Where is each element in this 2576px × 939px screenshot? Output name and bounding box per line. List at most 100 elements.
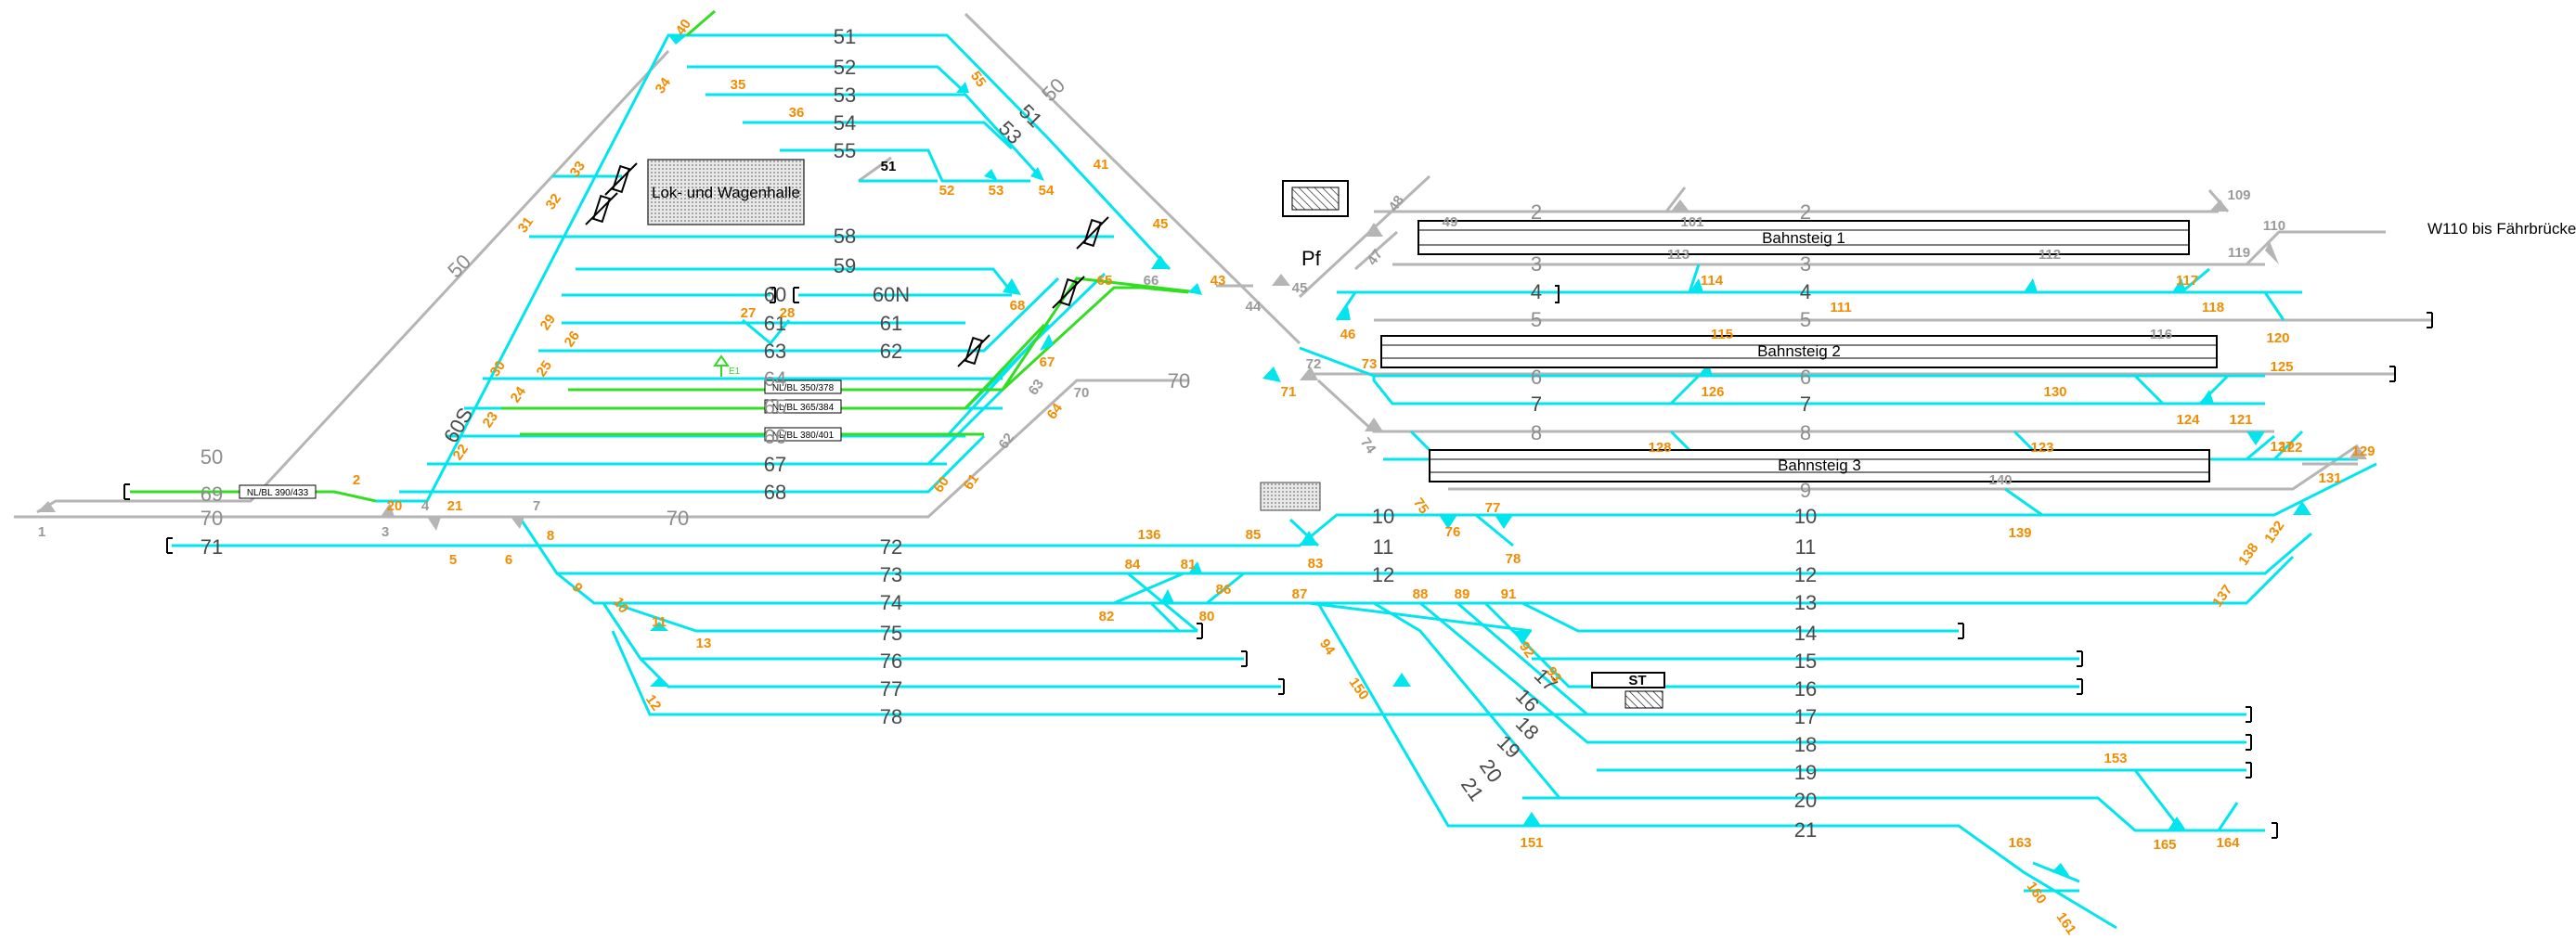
switch-number[interactable]: 5 [449,552,457,568]
switch-number[interactable]: 13 [696,636,712,651]
switch-number[interactable]: 24 [508,383,530,405]
switch-number[interactable]: 71 [1281,384,1297,400]
switch-number[interactable]: 81 [1181,557,1197,572]
switch-number[interactable]: 60 [931,474,952,495]
switch-number[interactable]: 114 [1701,273,1724,289]
switch-number[interactable]: 109 [2227,187,2250,203]
switch-number[interactable]: 84 [1125,557,1141,572]
switch-number[interactable]: 130 [2043,384,2066,400]
switch-number[interactable]: 161 [2053,909,2079,937]
switch-number[interactable]: 75 [1410,495,1431,517]
switch-number[interactable]: 28 [780,305,796,321]
switch-number[interactable]: 30 [487,358,509,379]
switch-number[interactable]: 92 [1516,639,1537,661]
switch-number[interactable]: 48 [1386,193,1407,214]
switch-number[interactable]: 78 [1506,551,1521,567]
switch-number[interactable]: 126 [1701,384,1724,400]
switch-number[interactable]: 150 [1346,675,1372,702]
switch-number[interactable]: 22 [450,442,472,463]
switch-number[interactable]: 41 [1094,157,1109,173]
switch-number[interactable]: 140 [1988,472,2012,488]
switch-number[interactable]: 65 [1097,273,1113,289]
switch-number[interactable]: 131 [2318,470,2341,486]
switch-number[interactable]: 67 [1040,354,1055,370]
switch-number[interactable]: 23 [480,409,501,431]
switch-number[interactable]: 32 [543,191,564,212]
switch-number[interactable]: 163 [2008,835,2031,851]
switch-number[interactable]: 113 [1667,247,1689,263]
switch-number[interactable]: 29 [537,312,559,333]
switch-number[interactable]: 93 [1543,664,1564,686]
switch-number[interactable]: 20 [387,498,403,514]
switch-number[interactable]: 12 [642,692,664,714]
switch-number[interactable]: 139 [2008,525,2031,541]
switch-number[interactable]: 87 [1292,586,1308,602]
switch-number[interactable]: 46 [1340,327,1356,342]
switch-number[interactable]: 4 [421,498,430,514]
switch-number[interactable]: 123 [2030,440,2053,456]
switch-number[interactable]: 76 [1445,524,1461,540]
switch-number[interactable]: 120 [2266,330,2289,346]
switch-number[interactable]: 136 [1137,527,1160,543]
switch-number[interactable]: 128 [1648,440,1671,456]
switch-number[interactable]: 49 [1443,214,1458,230]
switch-number[interactable]: 43 [1210,273,1226,289]
switch-number[interactable]: 124 [2176,412,2200,428]
switch-number[interactable]: 164 [2216,835,2240,851]
switch-number[interactable]: 118 [2202,300,2224,315]
switch-number[interactable]: 11 [652,614,667,630]
switch-number[interactable]: 119 [2228,245,2250,261]
switch-number[interactable]: 25 [534,358,555,379]
switch-number[interactable]: 80 [1199,609,1215,624]
switch-number[interactable]: 122 [2279,440,2302,456]
switch-number[interactable]: 112 [2039,247,2061,263]
switch-number[interactable]: 77 [1485,500,1501,516]
switch-number[interactable]: 40 [673,17,694,38]
switch-number[interactable]: 54 [1039,183,1055,199]
switch-number[interactable]: 137 [2209,582,2235,610]
switch-number[interactable]: 35 [731,77,746,93]
switch-number[interactable]: 83 [1308,556,1324,572]
switch-number[interactable]: 160 [2024,879,2050,907]
switch-number[interactable]: 101 [1680,214,1703,230]
switch-number[interactable]: 70 [1074,385,1090,401]
switch-number[interactable]: 61 [961,471,982,493]
switch-number[interactable]: 151 [1520,835,1543,851]
switch-number[interactable]: 47 [1365,247,1386,268]
switch-number[interactable]: 55 [967,69,989,90]
switch-number[interactable]: 26 [562,328,583,350]
switch-number[interactable]: 125 [2270,359,2293,375]
switch-number[interactable]: 27 [741,305,757,321]
switch-number[interactable]: 116 [2150,327,2172,342]
switch-number[interactable]: 88 [1413,586,1429,602]
switch-number[interactable]: 8 [547,528,554,544]
switch-number[interactable]: 21 [447,498,463,514]
switch-number[interactable]: 6 [505,552,512,568]
switch-number[interactable]: 121 [2229,412,2252,428]
switch-number[interactable]: 86 [1216,582,1232,598]
switch-number[interactable]: 3 [382,524,389,540]
switch-number[interactable]: 91 [1501,586,1517,602]
switch-number[interactable]: 64 [1044,400,1067,422]
switch-number[interactable]: 165 [2153,837,2176,853]
switch-number[interactable]: 63 [1026,377,1047,398]
switch-number[interactable]: 51 [881,159,897,174]
switch-number[interactable]: 127 [2270,439,2293,455]
switch-number[interactable]: 115 [1711,327,1733,342]
switch-number[interactable]: 129 [2351,444,2375,459]
switch-number[interactable]: 94 [1316,637,1339,659]
switch-number[interactable]: 85 [1246,527,1262,543]
switch-number[interactable]: 31 [515,214,537,236]
switch-number[interactable]: 62 [996,431,1017,452]
switch-number[interactable]: 72 [1306,356,1322,372]
switch-number[interactable]: 52 [939,183,955,199]
switch-number[interactable]: 73 [1362,356,1378,372]
switch-number[interactable]: 7 [533,498,540,514]
switch-number[interactable]: 110 [2263,218,2285,234]
switch-number[interactable]: 10 [610,595,631,616]
switch-number[interactable]: 82 [1099,609,1115,624]
switch-number[interactable]: 45 [1153,216,1169,232]
switch-number[interactable]: 36 [789,105,805,121]
switch-number[interactable]: 153 [2104,751,2127,766]
switch-number[interactable]: 138 [2235,540,2261,568]
